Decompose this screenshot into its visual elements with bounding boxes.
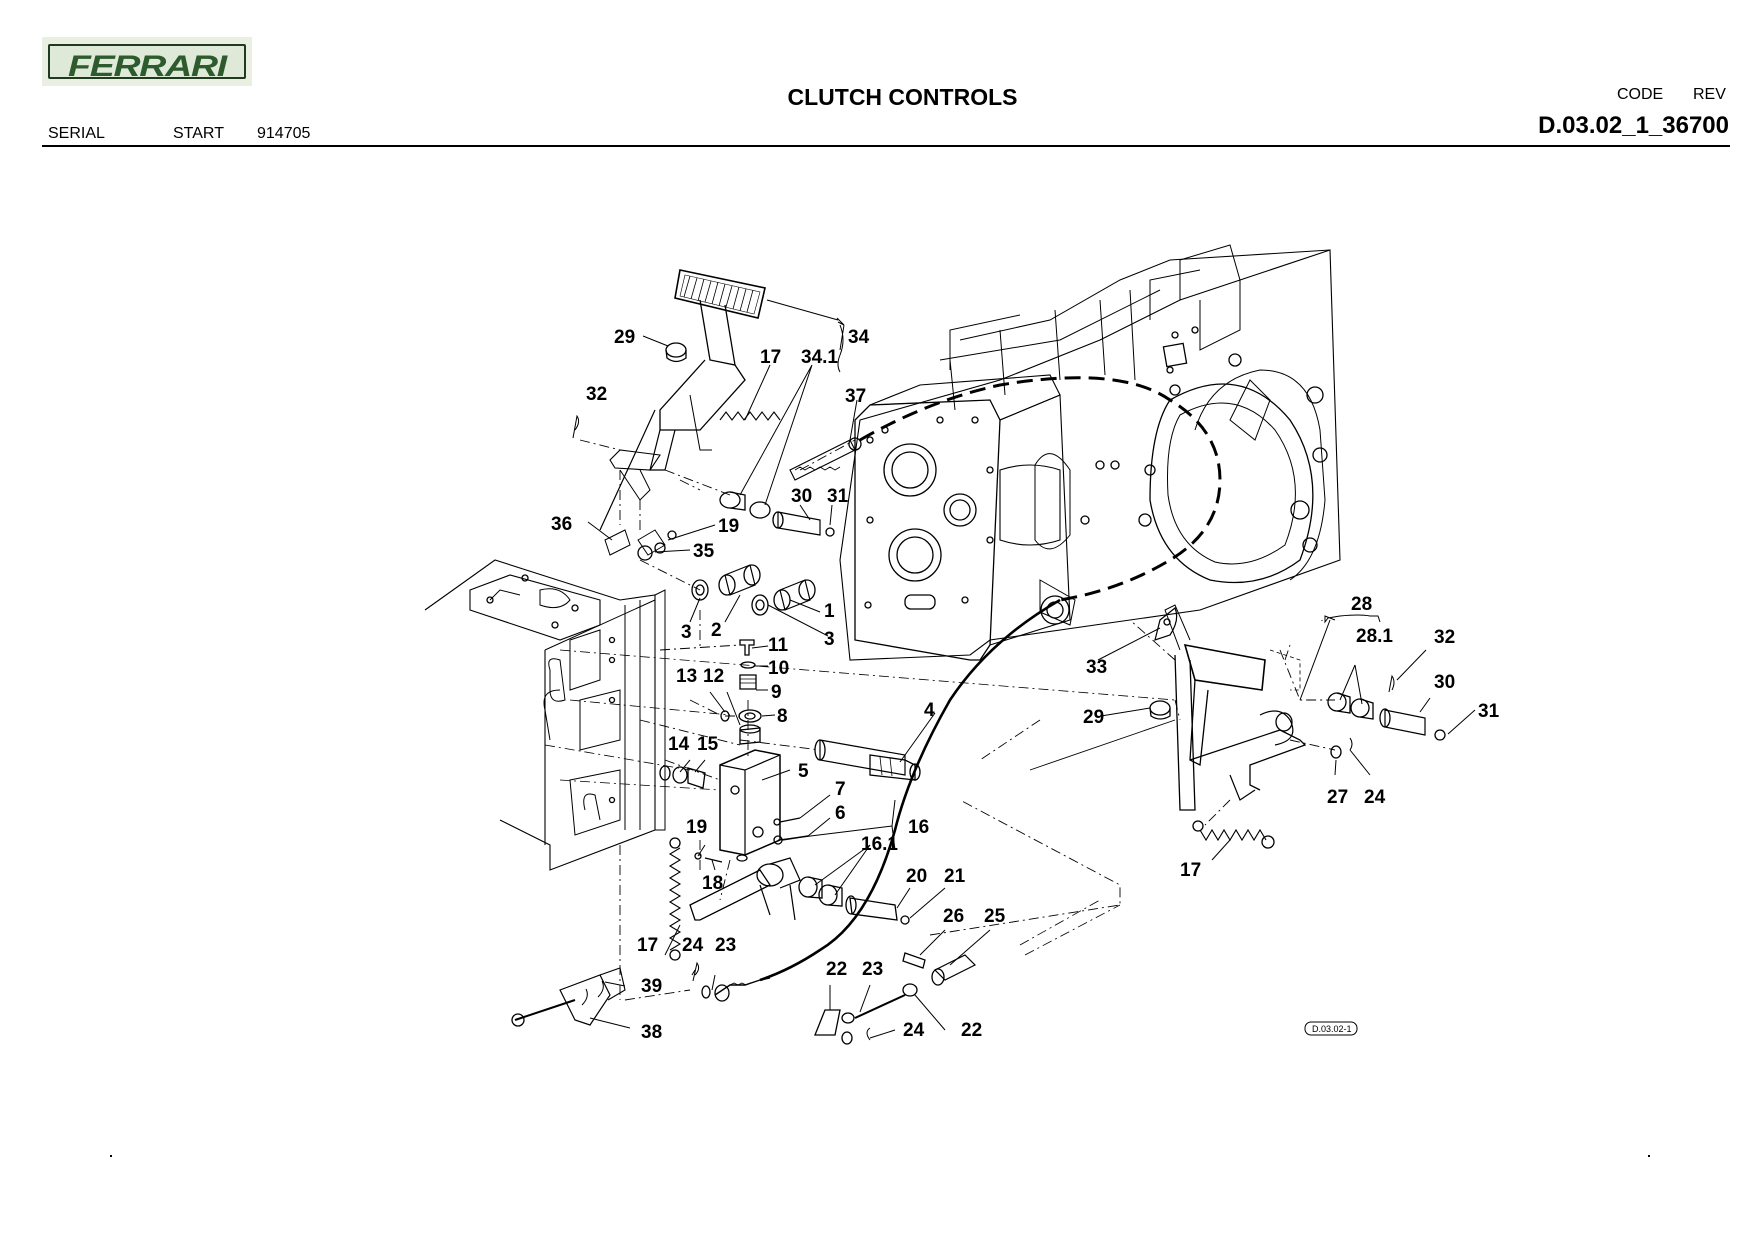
callout-1: 1 — [824, 601, 835, 622]
callout-labels: 29 34 17 34.1 32 37 30 31 36 19 35 3 2 1… — [551, 327, 1500, 1043]
callout-28-1: 28.1 — [1356, 626, 1393, 647]
callout-21: 21 — [944, 866, 966, 887]
leader-lines — [587, 299, 1476, 1039]
callout-36: 36 — [551, 514, 572, 535]
callout-19a: 19 — [718, 516, 739, 537]
figure-reference: D.03.02-1 — [1312, 1024, 1352, 1034]
callout-9: 9 — [771, 682, 782, 703]
callout-6: 6 — [835, 803, 846, 824]
clutch-cable — [599, 376, 1222, 982]
start-label: START — [173, 125, 224, 142]
callout-10: 10 — [768, 658, 789, 679]
callout-13: 13 — [676, 666, 697, 687]
serial-label: SERIAL — [48, 125, 105, 142]
callout-32b: 32 — [1434, 627, 1455, 648]
callout-26: 26 — [943, 906, 964, 927]
callout-25: 25 — [984, 906, 1006, 927]
callout-12: 12 — [703, 666, 724, 687]
callout-29a: 29 — [614, 327, 635, 348]
logo-frame: FERRARI — [48, 44, 246, 83]
callout-17a: 17 — [760, 347, 781, 368]
callout-34: 34 — [848, 327, 870, 348]
corner-mark-bottom-left — [110, 1155, 112, 1157]
callout-2: 2 — [711, 620, 722, 641]
figure-reference-tag: D.03.02-1 — [1304, 1021, 1358, 1036]
code-value: D.03.02_1_36700 — [1538, 112, 1729, 139]
corner-mark-bottom-right — [1648, 1155, 1650, 1157]
callout-30a: 30 — [791, 486, 812, 507]
callout-16-1: 16.1 — [861, 834, 898, 855]
callout-5: 5 — [798, 761, 809, 782]
callout-16: 16 — [908, 817, 929, 838]
callout-34-1: 34.1 — [801, 347, 838, 368]
callout-7: 7 — [835, 779, 846, 800]
callout-22b: 22 — [961, 1020, 982, 1041]
callout-8: 8 — [777, 706, 788, 727]
callout-32a: 32 — [586, 384, 607, 405]
callout-11: 11 — [768, 635, 789, 656]
callout-3b: 3 — [824, 629, 835, 650]
transmission-housing — [839, 244, 1341, 661]
start-value: 914705 — [257, 125, 311, 142]
callout-30b: 30 — [1434, 672, 1455, 693]
callout-20: 20 — [906, 866, 927, 887]
callout-17b: 17 — [637, 935, 658, 956]
callout-15: 15 — [697, 734, 719, 755]
callout-22a: 22 — [826, 959, 847, 980]
callout-39: 39 — [641, 976, 662, 997]
callout-4: 4 — [924, 700, 935, 721]
callout-29b: 29 — [1083, 707, 1104, 728]
logo-text: FERRARI — [68, 50, 227, 83]
callout-23a: 23 — [715, 935, 736, 956]
callout-37: 37 — [845, 386, 866, 407]
callout-33: 33 — [1086, 657, 1107, 678]
callout-27: 27 — [1327, 787, 1348, 808]
callout-31b: 31 — [1478, 701, 1500, 722]
header-rule — [42, 145, 1730, 147]
callout-28: 28 — [1351, 594, 1372, 615]
ferrari-logo: FERRARI — [42, 37, 252, 86]
code-label: CODE — [1617, 86, 1664, 103]
callout-3a: 3 — [681, 622, 692, 643]
page-title: CLUTCH CONTROLS — [787, 84, 1018, 110]
rev-label: REV — [1693, 86, 1726, 103]
callout-17c: 17 — [1180, 860, 1201, 881]
callout-24c: 24 — [1364, 787, 1386, 808]
clutch-pedal-upper — [572, 269, 862, 561]
callout-31a: 31 — [827, 486, 849, 507]
callout-24a: 24 — [682, 935, 704, 956]
callout-18: 18 — [702, 873, 723, 894]
callout-35: 35 — [693, 541, 715, 562]
callout-24b: 24 — [903, 1020, 925, 1041]
callout-19b: 19 — [686, 817, 707, 838]
pedal-support-frame — [424, 559, 666, 871]
callout-23b: 23 — [862, 959, 883, 980]
clutch-pedal-right — [1019, 604, 1446, 956]
callout-14: 14 — [668, 734, 690, 755]
callout-38: 38 — [641, 1022, 662, 1043]
